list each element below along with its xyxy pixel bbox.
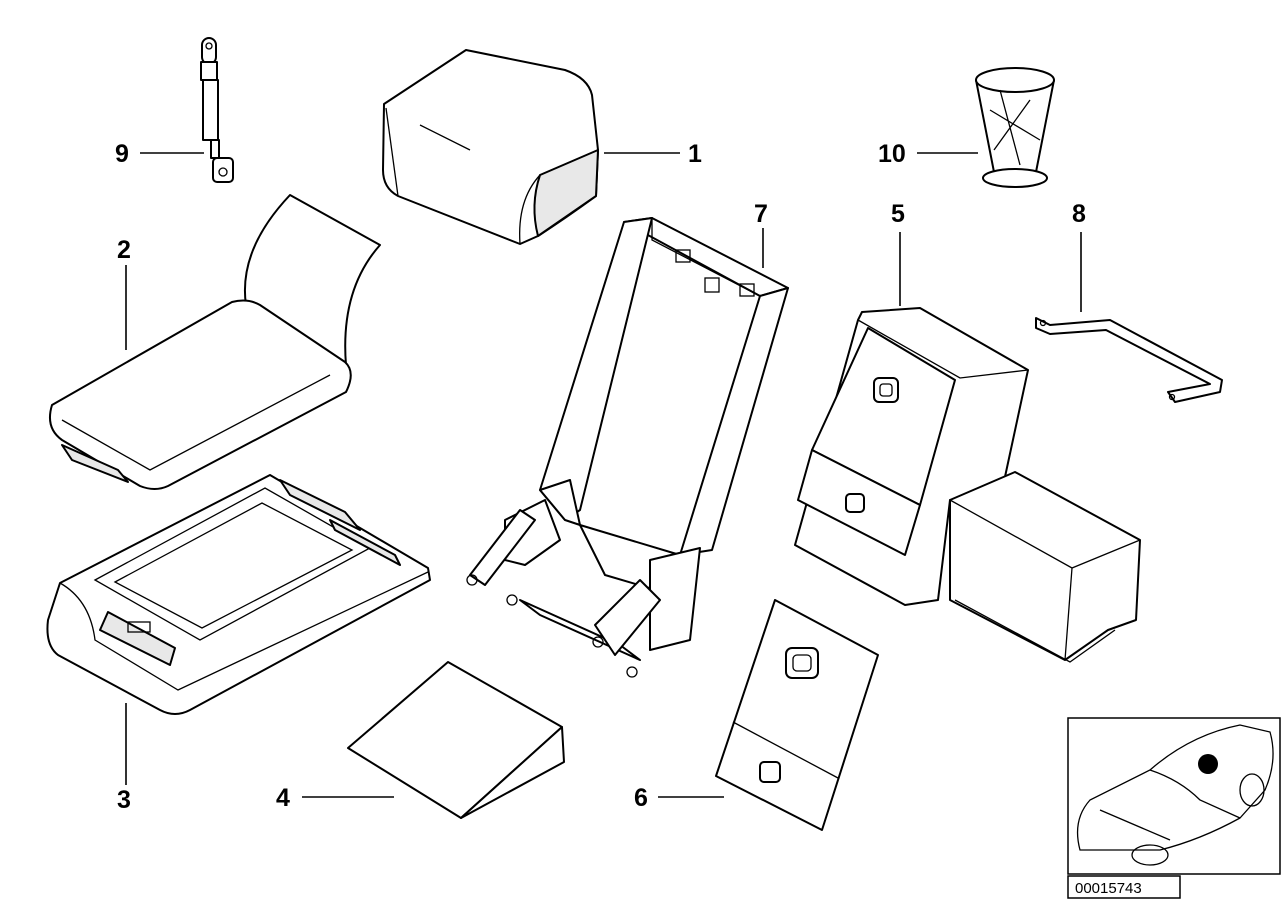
gas-strut-part	[200, 37, 234, 183]
cup-insert-part	[975, 67, 1055, 188]
callout-3: 3	[117, 786, 131, 814]
callout-4: 4	[276, 784, 290, 812]
callout-6: 6	[634, 784, 648, 812]
callout-2: 2	[117, 236, 131, 264]
reference-code-box	[1067, 875, 1181, 899]
cover-panel-part	[715, 599, 879, 831]
callout-7: 7	[754, 200, 768, 228]
callout-10: 10	[878, 140, 906, 168]
location-marker	[1198, 754, 1218, 774]
callout-8: 8	[1072, 200, 1086, 228]
callout-9: 9	[115, 140, 129, 168]
bracket-part	[1035, 317, 1223, 403]
callout-5: 5	[891, 200, 905, 228]
vehicle-inset	[1067, 717, 1281, 875]
reference-code: 00015743	[1075, 880, 1142, 897]
armrest-lid-part	[49, 194, 381, 490]
console-housing-part	[794, 307, 1141, 663]
callout-1: 1	[688, 140, 702, 168]
wedge-pad-part	[347, 661, 565, 819]
armrest-frame-part	[466, 217, 789, 678]
armrest-base-part	[46, 474, 431, 715]
armrest-cover-part	[382, 49, 599, 245]
